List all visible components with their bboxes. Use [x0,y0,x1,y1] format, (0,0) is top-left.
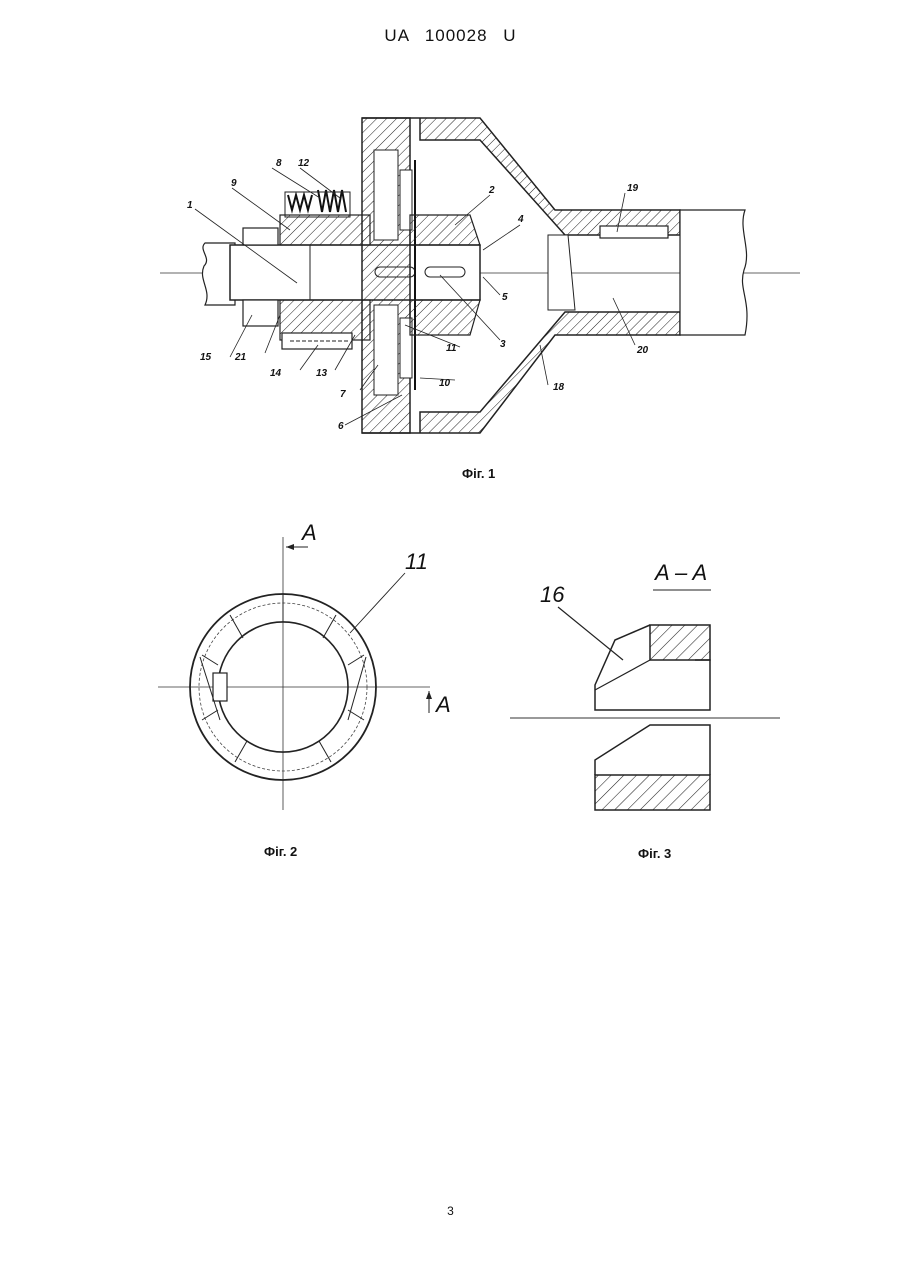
fig1-label: 1 [187,200,193,211]
fig1-label: 5 [502,292,508,303]
fig1-label: 2 [488,185,495,196]
figure-3-caption: Фіг. 3 [638,846,671,861]
fig1-label: 9 [231,178,237,189]
fig1-label: 14 [270,368,282,379]
figure-1-drawing: 1 2 3 4 5 6 7 8 9 10 11 12 13 14 15 18 1… [0,100,901,450]
figure-3-drawing: A – A 16 [505,550,795,830]
fig1-label: 10 [439,378,451,389]
page-number: 3 [0,1204,901,1218]
figure-2-drawing: A A 11 [150,515,470,825]
fig1-label: 12 [298,158,310,169]
fig3-section-title: A – A [653,560,707,585]
document-header: UA 100028 U [0,26,901,46]
figure-2-caption: Фіг. 2 [264,844,297,859]
fig1-label: 11 [446,343,457,354]
fig1-label: 3 [500,339,506,350]
fig1-label: 4 [517,214,524,225]
figure-1-caption: Фіг. 1 [462,466,495,481]
fig2-part-label: 11 [405,549,428,574]
fig1-label: 7 [340,389,346,400]
fig1-label: 15 [200,352,212,363]
fig1-label: 13 [316,368,328,379]
fig1-label: 6 [338,421,344,432]
fig1-label: 19 [627,183,639,194]
fig1-label: 21 [234,352,247,363]
fig3-part-label: 16 [540,582,565,607]
fig1-label: 8 [276,158,282,169]
fig1-label: 20 [636,345,649,356]
fig2-section-mark-top: A [300,520,317,545]
fig2-section-mark-right: A [434,692,451,717]
fig1-label: 18 [553,382,565,393]
